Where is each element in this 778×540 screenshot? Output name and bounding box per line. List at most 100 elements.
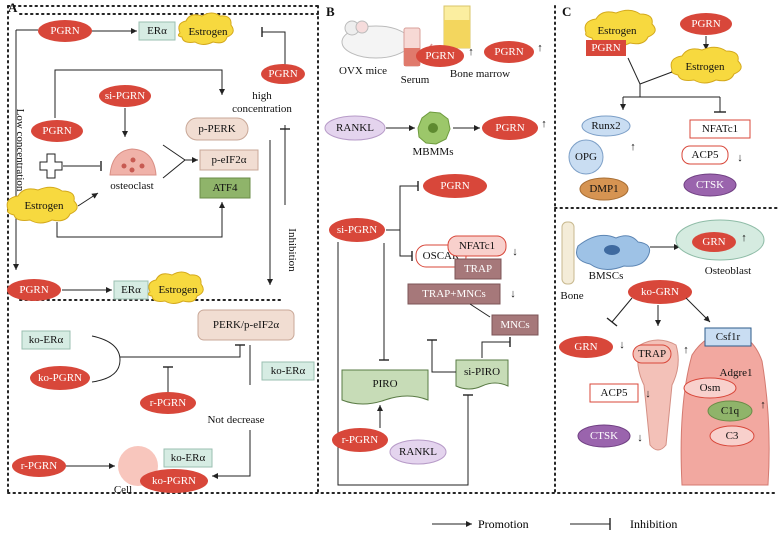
a-estrogen-bottom-label: Estrogen bbox=[158, 284, 198, 296]
b-up-arrow-serum: ↑ bbox=[468, 46, 474, 58]
a-era-bottom-label: ERα bbox=[121, 284, 141, 296]
panel-dividers bbox=[7, 5, 778, 494]
c-ctsk-node bbox=[683, 173, 737, 197]
a-si-pgrn-node bbox=[99, 85, 151, 107]
c-opg-node bbox=[568, 139, 604, 175]
c-pgrn-box-label: PGRN bbox=[591, 42, 620, 54]
a-ko-era-left-box bbox=[21, 330, 71, 350]
b-ovx-mice-text: OVX mice bbox=[339, 65, 387, 77]
c-adgre1-text: Adgre1 bbox=[720, 367, 753, 379]
a-ko-era-bottom-label: ko-ERα bbox=[171, 452, 206, 464]
b-up-arrow-marrow: ↑ bbox=[537, 42, 543, 54]
c-up-arrow-c1q: ↑ bbox=[760, 399, 766, 411]
b-si-pgrn-label: si-PGRN bbox=[337, 224, 377, 236]
b-trap-label: TRAP bbox=[464, 263, 492, 275]
panel-label-c: C bbox=[562, 4, 571, 19]
c-up-arrow-grn: ↑ bbox=[741, 232, 747, 244]
b-trap-box bbox=[454, 258, 502, 280]
b-down-arrow-nfatc1: ↓ bbox=[512, 246, 518, 258]
b-rankl-bottom-label: RANKL bbox=[399, 446, 437, 458]
a-pgrn-bottom-node bbox=[7, 279, 61, 301]
a-p-perk-label: p-PERK bbox=[198, 123, 235, 135]
c-csf1r-box bbox=[704, 327, 752, 347]
b-pgrn-mbmm-label: PGRN bbox=[495, 122, 524, 134]
a-perk-peif2a-box bbox=[197, 309, 295, 341]
a-atf4-label: ATF4 bbox=[212, 182, 238, 194]
c-nfatc1-label: NFATc1 bbox=[702, 123, 738, 135]
b-pgrn-serum-node bbox=[416, 45, 464, 67]
b-si-pgrn-node bbox=[329, 218, 385, 242]
a-estrogen-mid-label: Estrogen bbox=[24, 200, 64, 212]
c-nfatc1-box bbox=[689, 119, 751, 139]
b-mncs-label: MNCs bbox=[500, 319, 529, 331]
legend-promotion-text: Promotion bbox=[478, 517, 529, 531]
a-ko-era-bottom-box bbox=[163, 448, 213, 468]
a-r-pgrn-bottom-node bbox=[12, 455, 66, 477]
b-r-pgrn-node bbox=[332, 428, 388, 452]
a-pgrn-top-label: PGRN bbox=[50, 25, 79, 37]
b-pgrn-si-label: PGRN bbox=[440, 180, 469, 192]
b-r-pgrn-label: r-PGRN bbox=[342, 434, 379, 446]
c-estrogen-top-label: Estrogen bbox=[597, 25, 637, 37]
c-dmp1-node bbox=[579, 177, 629, 201]
c-down-arrow-acp5-bottom: ↓ bbox=[645, 388, 651, 400]
c-c1q-node bbox=[707, 400, 753, 422]
c-down-arrow-acp5: ↓ bbox=[737, 152, 743, 164]
b-up-arrow-mbmm: ↑ bbox=[541, 118, 547, 130]
a-pgrn-top-node bbox=[38, 20, 92, 42]
b-mncs-box bbox=[491, 314, 539, 336]
legend-inhibition-text: Inhibition bbox=[630, 517, 677, 531]
c-acp5-bottom-label: ACP5 bbox=[601, 387, 628, 399]
b-pgrn-marrow-node bbox=[484, 41, 534, 63]
c-runx2-label: Runx2 bbox=[591, 120, 620, 132]
c-ko-grn-node bbox=[628, 280, 692, 304]
c-bmscs-text: BMSCs bbox=[589, 270, 624, 282]
c-estrogen-mid-cloud bbox=[670, 46, 742, 84]
c-opg-label: OPG bbox=[575, 151, 597, 163]
panel-c: Estrogen PGRN PGRN Estrogen Runx2 OPG ↑ … bbox=[559, 9, 770, 486]
c-bone-text: Bone bbox=[560, 290, 583, 302]
c-grn-top-node bbox=[692, 232, 736, 252]
b-si-piro-label: si-PIRO bbox=[464, 366, 500, 378]
a-ko-era-right-box bbox=[261, 361, 315, 381]
b-pgrn-marrow-label: PGRN bbox=[494, 46, 523, 58]
b-rankl-node bbox=[324, 115, 386, 141]
b-si-piro-shape bbox=[455, 359, 509, 390]
osteoclast-bone-icon bbox=[637, 339, 679, 451]
b-piro-shape bbox=[341, 369, 429, 405]
a-p-eif2a-label: p-eIF2α bbox=[211, 154, 246, 166]
c-ctsk-bottom-node bbox=[577, 424, 631, 448]
c-down-arrow-grn: ↓ bbox=[619, 339, 625, 351]
b-piro-label: PIRO bbox=[372, 378, 397, 390]
b-bone-marrow-text: Bone marrow bbox=[450, 68, 510, 80]
b-down-arrow-trap: ↓ bbox=[510, 288, 516, 300]
a-atf4-box bbox=[199, 177, 251, 199]
b-rankl-label: RANKL bbox=[336, 122, 374, 134]
c-grn-bottom-label: GRN bbox=[574, 341, 597, 353]
a-ko-era-right-label: ko-ERα bbox=[271, 365, 306, 377]
a-concentration-text: concentration bbox=[232, 103, 292, 115]
a-pgrn-mid-label: PGRN bbox=[42, 125, 71, 137]
b-pgrn-serum-label: PGRN bbox=[425, 50, 454, 62]
a-ko-era-left-label: ko-ERα bbox=[29, 334, 64, 346]
plus-icon bbox=[39, 153, 63, 179]
c-grn-top-label: GRN bbox=[702, 236, 725, 248]
a-p-perk-box bbox=[185, 117, 249, 141]
b-mbmms-text: MBMMs bbox=[413, 146, 454, 158]
bone-icon bbox=[561, 221, 575, 285]
a-estrogen-top-cloud bbox=[177, 12, 234, 45]
a-high-text: high bbox=[252, 90, 272, 102]
legend: Promotion Inhibition bbox=[432, 517, 677, 531]
a-ko-pgrn-left-node bbox=[30, 366, 90, 390]
c-osm-label: Osm bbox=[700, 382, 721, 394]
a-p-eif2a-box bbox=[199, 149, 259, 171]
c-acp5-label: ACP5 bbox=[692, 149, 719, 161]
a-era-top-box bbox=[138, 21, 176, 41]
c-ko-grn-label: ko-GRN bbox=[641, 286, 679, 298]
panel-b: OVX mice Serum Bone marrow PGRN ↑ PGRN ↑… bbox=[324, 5, 547, 486]
a-ko-pgrn-bottom-node bbox=[140, 469, 208, 493]
a-estrogen-mid-cloud bbox=[6, 186, 78, 224]
b-nfatc1-box bbox=[447, 235, 507, 257]
a-pgrn-mid-node bbox=[31, 120, 83, 142]
c-ctsk-bottom-label: CTSK bbox=[590, 430, 618, 442]
